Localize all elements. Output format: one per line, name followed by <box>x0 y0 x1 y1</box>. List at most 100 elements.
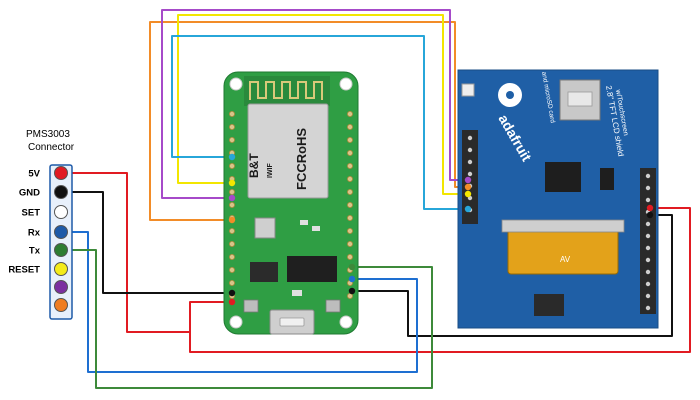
wire-yellow <box>177 14 467 195</box>
wires <box>69 9 691 389</box>
mcu-pin-right <box>346 201 353 208</box>
tft-pin-right <box>645 185 651 191</box>
mcu-pin-right <box>346 136 353 143</box>
connector-label-rx: Rx <box>28 228 41 239</box>
flash-button <box>325 299 341 313</box>
adafruit-logo <box>498 83 522 107</box>
tft-pin-right <box>645 173 651 179</box>
mcu-module-shield <box>247 103 329 199</box>
tft-wire-dot <box>464 205 472 213</box>
tft-board-body <box>457 69 659 329</box>
reset-button <box>243 299 259 313</box>
mcu-pin-left <box>228 227 235 234</box>
mcu-wire-dot <box>348 275 356 283</box>
wire-red-power <box>69 172 233 333</box>
mcu-pin-left <box>228 253 235 260</box>
mcu-wire-dot <box>228 194 236 202</box>
mcu-antenna <box>244 76 330 106</box>
wire-blue <box>69 231 418 373</box>
tft-wire-dot <box>646 204 654 212</box>
mcu-chip-usb-serial <box>287 256 337 282</box>
tft-header-right <box>640 168 656 314</box>
mcu-pin-right <box>346 175 353 182</box>
tft-button <box>461 83 475 97</box>
mcu-wire-dot <box>348 287 356 295</box>
mcu-hole-tl <box>229 77 243 91</box>
tft-pin-left <box>467 159 473 165</box>
connector-pin-set <box>54 205 68 219</box>
mcu-pin-left <box>228 111 235 118</box>
fpc-connector <box>507 225 619 275</box>
mcu-pin-left <box>228 201 235 208</box>
connector-label-tx: Tx <box>29 246 41 257</box>
mcu-pin-left <box>228 124 235 131</box>
wire-black-tft <box>354 214 673 337</box>
mcu-chip-square <box>254 217 276 239</box>
mcu-pin-right <box>346 188 353 195</box>
mcu-pin-right <box>346 124 353 131</box>
mcu-wire-dot <box>228 289 236 297</box>
connector-label-set: SET <box>22 208 41 219</box>
tft-chip-2 <box>600 168 614 190</box>
micro-usb-slot <box>279 317 305 327</box>
mcu-pin-left <box>228 188 235 195</box>
tft-header-left <box>462 130 478 224</box>
mcu-pin-left <box>228 279 235 286</box>
connector-body <box>49 164 73 320</box>
mcu-pin-right <box>346 162 353 169</box>
connector-label-reset: RESET <box>8 265 40 276</box>
mcu-pin-left <box>228 266 235 273</box>
mcu-component-1 <box>300 220 308 225</box>
module-model: IWIF <box>267 163 274 178</box>
tft-pin-left <box>467 171 473 177</box>
mcu-pin-left <box>228 240 235 247</box>
icsp-header <box>534 294 564 316</box>
module-cert: FCCRoHS <box>294 128 309 190</box>
mcu-pin-right <box>346 227 353 234</box>
fpc-label: AV <box>560 255 571 264</box>
connector-pin-extra-7 <box>54 298 68 312</box>
wire-green <box>69 249 433 389</box>
mcu-pin-right <box>346 149 353 156</box>
mcu-pin-right <box>346 214 353 221</box>
connector-pin-extra-6 <box>54 280 68 294</box>
fpc-clip <box>501 219 625 233</box>
mcu-component-3 <box>292 290 302 296</box>
connector-pin-gnd <box>54 185 68 199</box>
mcu-hole-bl <box>229 315 243 329</box>
tft-shield: adafruit and microSD card 2.8" TFT LCD s… <box>457 69 659 329</box>
connector-title-line2: Connector <box>28 142 75 153</box>
mcu-pin-right <box>346 240 353 247</box>
connector-pin-rx <box>54 225 68 239</box>
tft-pin-left <box>467 135 473 141</box>
mcu-wire-dot <box>228 216 236 224</box>
tft-wire-dot <box>646 211 654 219</box>
mcu-board: B&T IWIF FCCRoHS <box>223 71 359 335</box>
antenna-trace <box>249 81 323 100</box>
connector-label-gnd: GND <box>19 188 40 199</box>
wire-orange <box>149 21 467 221</box>
tft-wire-dot <box>464 176 472 184</box>
connector-label-5v: 5V <box>28 169 40 180</box>
mcu-wire-dot <box>228 298 236 306</box>
wire-cyan <box>171 35 467 210</box>
mcu-wire-dot <box>348 263 356 271</box>
mcu-pin-left <box>228 136 235 143</box>
mcu-chip-regulator <box>250 262 278 282</box>
wire-black-gnd <box>69 191 233 294</box>
tft-wire-dot <box>464 190 472 198</box>
mcu-component-2 <box>312 226 320 231</box>
tft-pin-right <box>645 269 651 275</box>
module-brand: B&T <box>247 153 261 178</box>
mcu-hole-br <box>339 315 353 329</box>
connector-pin-5v <box>54 166 68 180</box>
tft-chip-1 <box>545 162 581 192</box>
wire-red-tft <box>189 207 691 353</box>
mcu-pin-left <box>228 162 235 169</box>
mcu-pin-right <box>346 253 353 260</box>
tft-pin-right <box>645 221 651 227</box>
tft-pin-right <box>645 257 651 263</box>
mcu-pin-right <box>346 111 353 118</box>
